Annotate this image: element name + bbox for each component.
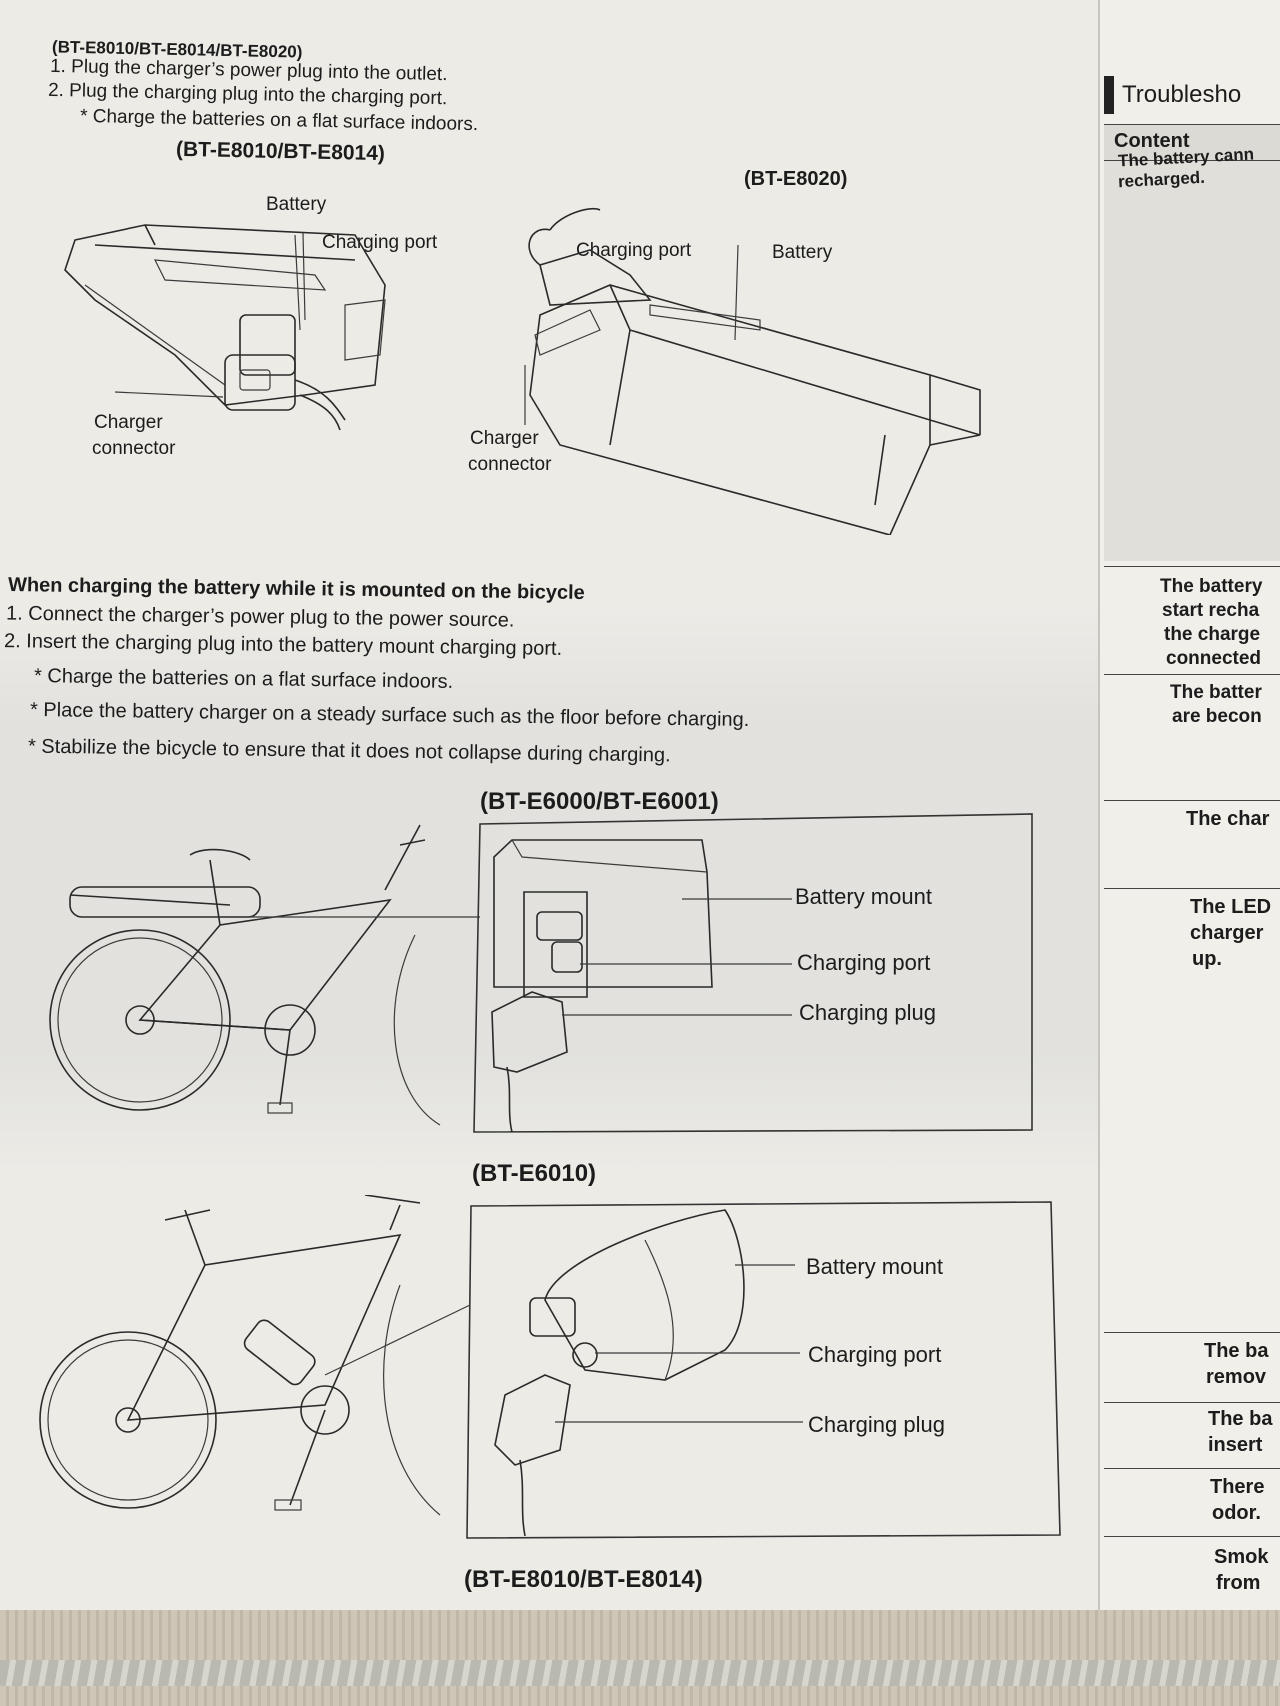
fig2-charging-port-label: Charging port [576, 240, 692, 261]
manual-page [0, 0, 1105, 1610]
content-label: Content [1114, 130, 1190, 152]
content-column-header [1104, 124, 1280, 161]
row-3 [1104, 674, 1280, 785]
row3-text-2: are becon [1172, 706, 1262, 727]
fig3-battery-mount-label: Battery mount [795, 884, 932, 909]
fig5-title: (BT-E8010/BT-E8014) [464, 1566, 703, 1593]
row5-text-2: charger [1190, 922, 1264, 944]
row5-text-3: up. [1192, 948, 1222, 970]
troubleshooting-header: Troublesho [1104, 76, 1280, 114]
battery-illustration-e8020 [524, 208, 981, 535]
fig2-title: (BT-E8020) [744, 168, 848, 190]
row3-text-1: The batter [1170, 682, 1262, 703]
background-fabric [0, 1610, 1280, 1706]
fig4-battery-mount-label: Battery mount [806, 1254, 943, 1279]
fig4-charging-port-label: Charging port [808, 1342, 942, 1367]
row5-text-1: The LED [1190, 896, 1272, 918]
fig1-title: (BT-E8010/BT-E8014) [175, 137, 386, 166]
row6-text-2: remov [1206, 1366, 1267, 1388]
fig3-charging-port-label: Charging port [797, 950, 931, 975]
detail-box-e6000 [473, 813, 1033, 1133]
fig4-charging-plug-label: Charging plug [808, 1412, 945, 1437]
fig1-battery-label: Battery [266, 194, 327, 215]
row9-text-2: from [1216, 1572, 1261, 1594]
fig3-title: (BT-E6000/BT-E6001) [480, 788, 719, 815]
row8-text-2: odor. [1212, 1502, 1261, 1524]
bicycle-illustration-down-tube [39, 1195, 470, 1516]
row-8 [1104, 1468, 1280, 1535]
row-7 [1104, 1402, 1280, 1471]
row-4 [1104, 800, 1280, 881]
fig1-charger-label-2: connector [92, 438, 176, 459]
bicycle-illustration-rear-rack [49, 824, 480, 1126]
page-shadow [0, 610, 1105, 1170]
troubleshooting-header-text: Troublesho [1122, 81, 1242, 108]
row-5 [1104, 888, 1280, 1329]
fabric-strip [0, 1660, 1280, 1686]
row7-text-1: The ba [1208, 1408, 1273, 1430]
detail-box-e6010 [466, 1201, 1061, 1539]
fig1-charging-port-label: Charging port [322, 232, 438, 253]
row8-text-1: There [1210, 1476, 1265, 1498]
row2-text-1: The battery [1160, 576, 1263, 597]
row2-text-2: start recha [1162, 600, 1260, 621]
fig2-charger-label-2: connector [468, 454, 552, 475]
row-9 [1104, 1536, 1280, 1611]
row2-text-3: the charge [1164, 624, 1261, 645]
row2-text-4: connected [1166, 648, 1262, 669]
fig2-battery-label: Battery [772, 242, 833, 263]
row6-text-1: The ba [1204, 1340, 1269, 1362]
row-1 [1104, 160, 1280, 561]
row9-text-1: Smok [1214, 1546, 1269, 1568]
row-6 [1104, 1332, 1280, 1403]
fig1-charger-label-1: Charger [94, 412, 163, 433]
row7-text-2: insert [1208, 1434, 1263, 1456]
fig4-title: (BT-E6010) [472, 1160, 597, 1187]
fig3-charging-plug-label: Charging plug [799, 1000, 936, 1025]
row-2 [1104, 566, 1280, 677]
row4-text-1: The char [1186, 808, 1270, 830]
fig2-charger-label-1: Charger [470, 428, 539, 449]
battery-illustration-e8010 [64, 224, 386, 431]
